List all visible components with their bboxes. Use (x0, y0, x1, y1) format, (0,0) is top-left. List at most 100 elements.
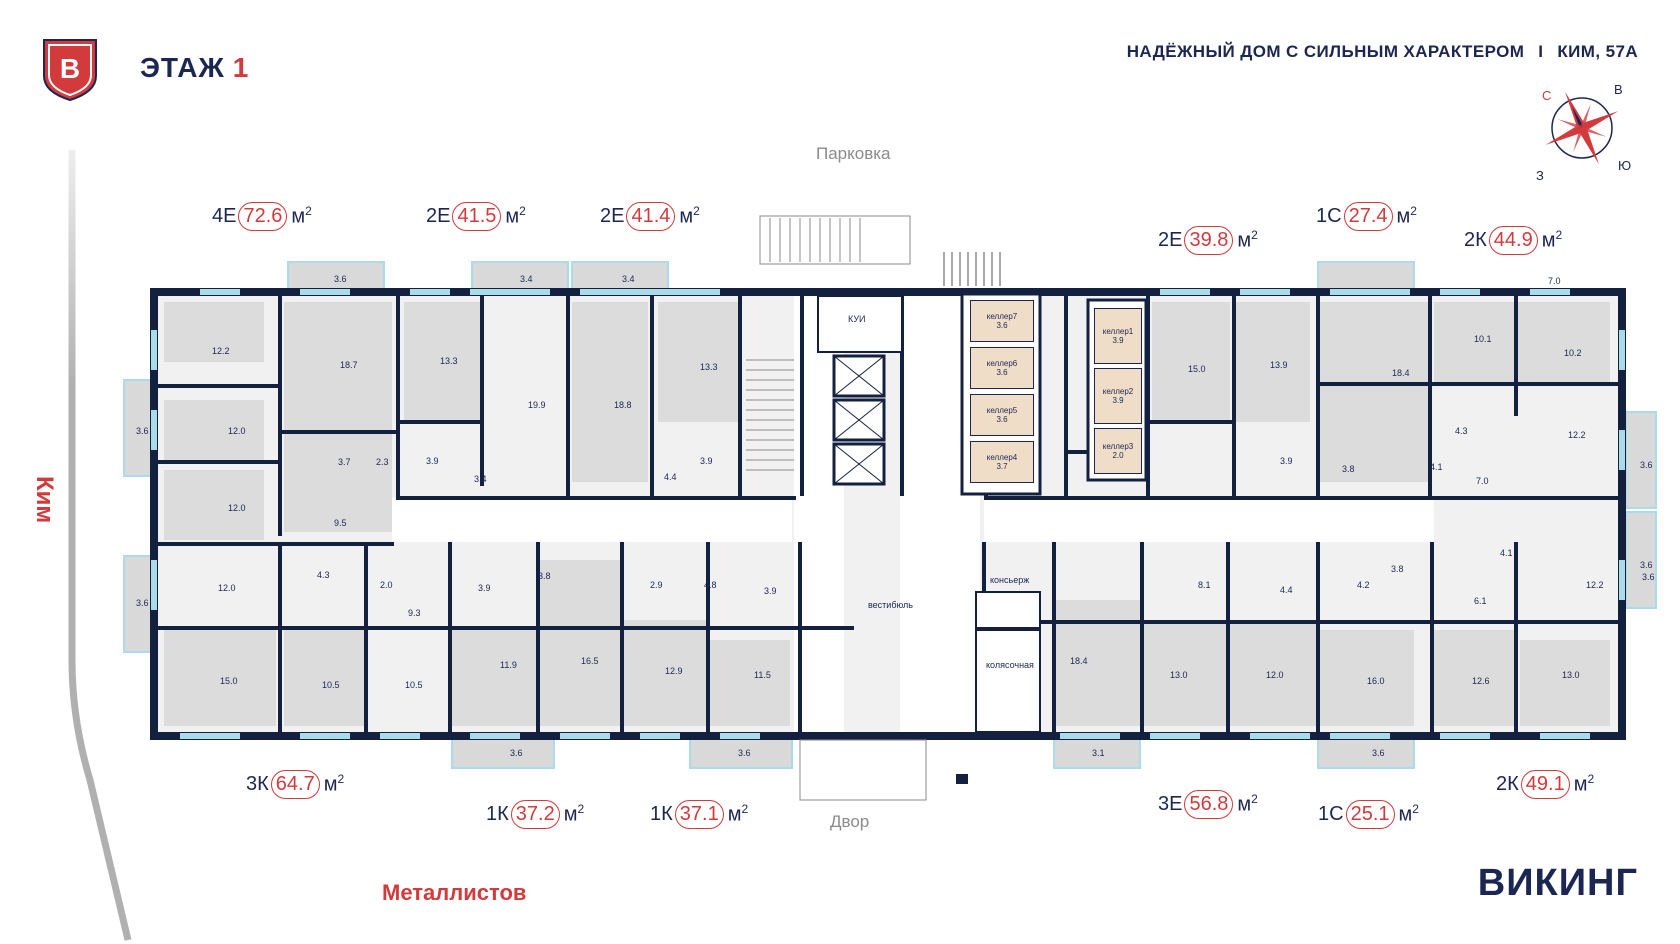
room-zone (1152, 302, 1230, 422)
balcony (1317, 735, 1415, 769)
room-area-label: 18.8 (614, 400, 632, 410)
room-area-label: 13.0 (1170, 670, 1188, 680)
room-area-label: 4.8 (704, 580, 717, 590)
balcony (1625, 411, 1657, 509)
interior-wall (154, 460, 278, 464)
apartment-code: 3Е (1158, 793, 1183, 815)
window (300, 289, 350, 295)
window (410, 289, 450, 295)
room-zone (658, 302, 738, 422)
room-area-label: 2.3 (376, 457, 389, 467)
apartment-code: 4Е (212, 205, 237, 227)
window (580, 289, 660, 295)
room-area-label: 2.0 (380, 580, 393, 590)
keller-name: келлер6 (986, 359, 1018, 368)
window (1250, 733, 1310, 739)
window (1240, 289, 1290, 295)
keller-area: 3.9 (1112, 336, 1124, 345)
room-area-label: 4.1 (1430, 462, 1443, 472)
interior-wall (566, 296, 570, 496)
apartment-area: 39.8 (1184, 226, 1234, 255)
room-area-label: 12.0 (218, 583, 236, 593)
room-area-label: 15.0 (220, 676, 238, 686)
window (200, 289, 240, 295)
room-area-label: 3.6 (1372, 748, 1385, 758)
apartment-code: 2К (1496, 773, 1519, 795)
window (1440, 289, 1480, 295)
apartment-area: 37.1 (674, 800, 724, 829)
room-area-label: 3.9 (700, 456, 713, 466)
interior-wall (278, 430, 396, 434)
interior-wall (1146, 420, 1232, 424)
window (560, 733, 610, 739)
apartment-area: 27.4 (1343, 202, 1393, 231)
room-area-label: 3.6 (136, 598, 149, 608)
room-area-label: 9.3 (408, 608, 421, 618)
room-area-label: 7.0 (1548, 276, 1561, 286)
room-zone (284, 630, 364, 726)
keller-area: 3.9 (1112, 396, 1124, 405)
compass-rose-icon (1545, 91, 1619, 165)
room-area-label: 3.8 (1342, 464, 1355, 474)
room-zone (1520, 640, 1610, 726)
area-unit: м2 (1237, 792, 1258, 816)
elevator-cross (833, 443, 885, 485)
interior-wall (798, 542, 802, 732)
interior-wall (154, 542, 394, 546)
area-unit: м2 (1237, 228, 1258, 252)
room-area-label: 3.4 (520, 274, 533, 284)
room-zone (164, 470, 264, 540)
area-unit: м2 (323, 772, 345, 796)
room-zone (1144, 620, 1230, 726)
apartment-area: 49.1 (1520, 770, 1570, 799)
area-unit: м2 (679, 204, 700, 228)
window (180, 733, 240, 739)
room-area-label: 3.4 (474, 474, 487, 484)
corridor-left (392, 498, 792, 542)
porch (759, 215, 911, 265)
room-area-label: 18.4 (1070, 656, 1088, 666)
kui-room (817, 295, 903, 353)
interior-wall (620, 542, 624, 732)
room-area-label: 16.5 (581, 656, 599, 666)
room-zone (540, 560, 620, 726)
room-area-label: 13.3 (700, 362, 718, 372)
room-area-label: 12.0 (1266, 670, 1284, 680)
room-area-label: 4.2 (1357, 580, 1370, 590)
logo-letter: В (60, 53, 80, 84)
room-zone (404, 302, 480, 422)
room-area-label: 4.1 (1500, 548, 1513, 558)
room-area-label: 4.4 (664, 472, 677, 482)
room-zone (1318, 630, 1414, 726)
window (470, 289, 550, 295)
room-area-label: 10.1 (1474, 334, 1492, 344)
keller-area: 2.0 (1112, 451, 1124, 460)
apartment-area: 44.9 (1488, 226, 1538, 255)
room-area-label: 3.9 (1280, 456, 1293, 466)
concierge-label: консьерж (990, 575, 1030, 585)
interior-wall (738, 296, 742, 496)
keller-name: келлер4 (986, 453, 1018, 462)
room-area-label: 12.2 (1586, 580, 1604, 590)
room-zone (572, 302, 648, 482)
elevator-cross (833, 399, 885, 441)
wall-top (150, 288, 1626, 296)
apartment-code: 2Е (600, 205, 625, 227)
area-unit: м2 (563, 802, 585, 826)
